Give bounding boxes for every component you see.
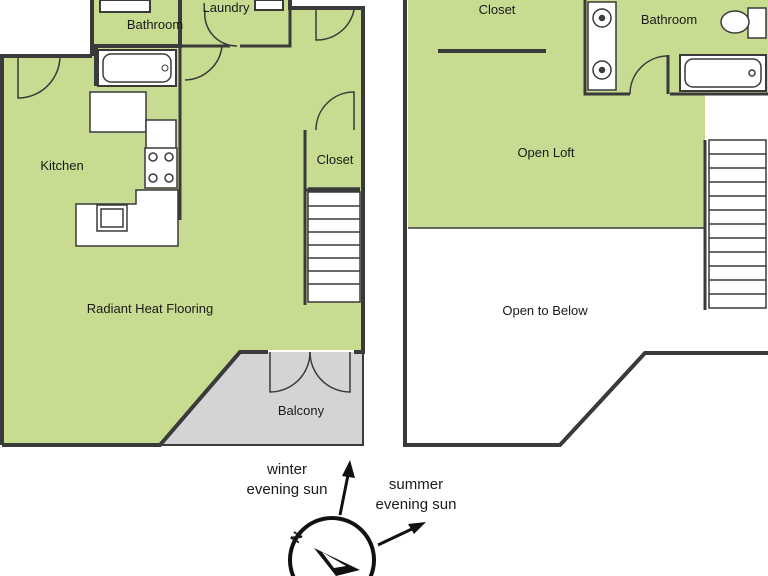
lower-doors — [17, 9, 355, 393]
label-radiant-heat: Radiant Heat Flooring — [87, 301, 213, 316]
door-upper-bathroom — [629, 55, 669, 95]
sink-lower — [99, 0, 151, 13]
label-bathroom-lower: Bathroom — [127, 17, 183, 32]
summer-sun-arrow — [377, 522, 426, 547]
label-balcony: Balcony — [278, 403, 325, 418]
sun-annotations: winter evening sun summer evening sun N — [247, 460, 457, 576]
label-summer-line1: summer — [389, 476, 443, 493]
label-open-to-below: Open to Below — [502, 303, 588, 318]
stairs-upper — [708, 139, 767, 309]
double-sink-upper — [587, 1, 617, 91]
label-closet-lower: Closet — [317, 152, 354, 167]
upper-floor-area — [408, 0, 768, 228]
label-winter-line2: evening sun — [247, 481, 328, 498]
balcony-area — [162, 352, 362, 445]
kitchen-counters — [75, 91, 179, 247]
bathtub-upper — [679, 54, 767, 92]
upper-walls — [403, 0, 768, 447]
label-kitchen: Kitchen — [40, 158, 83, 173]
compass: N — [287, 516, 376, 576]
label-bathroom-upper: Bathroom — [641, 12, 697, 27]
stairs-lower — [307, 191, 361, 303]
bathtub-drain-lower — [161, 64, 169, 72]
toilet-upper — [720, 7, 767, 39]
laundry-unit — [254, 0, 284, 11]
lower-walls — [0, 0, 365, 447]
closet-upper-shelf — [438, 49, 546, 53]
label-winter-line1: winter — [266, 461, 307, 478]
bathtub-lower — [97, 49, 177, 87]
winter-sun-arrow — [338, 460, 355, 516]
open-to-below-area — [408, 228, 768, 445]
label-summer-line2: evening sun — [376, 496, 457, 513]
upper-floor: Closet Bathroom Open Loft Open to Below — [403, 0, 768, 447]
lower-floor: Bathroom Laundry Kitchen Closet Radiant … — [0, 0, 365, 447]
label-laundry: Laundry — [203, 0, 250, 15]
label-closet-upper: Closet — [479, 2, 516, 17]
label-open-loft: Open Loft — [517, 145, 574, 160]
